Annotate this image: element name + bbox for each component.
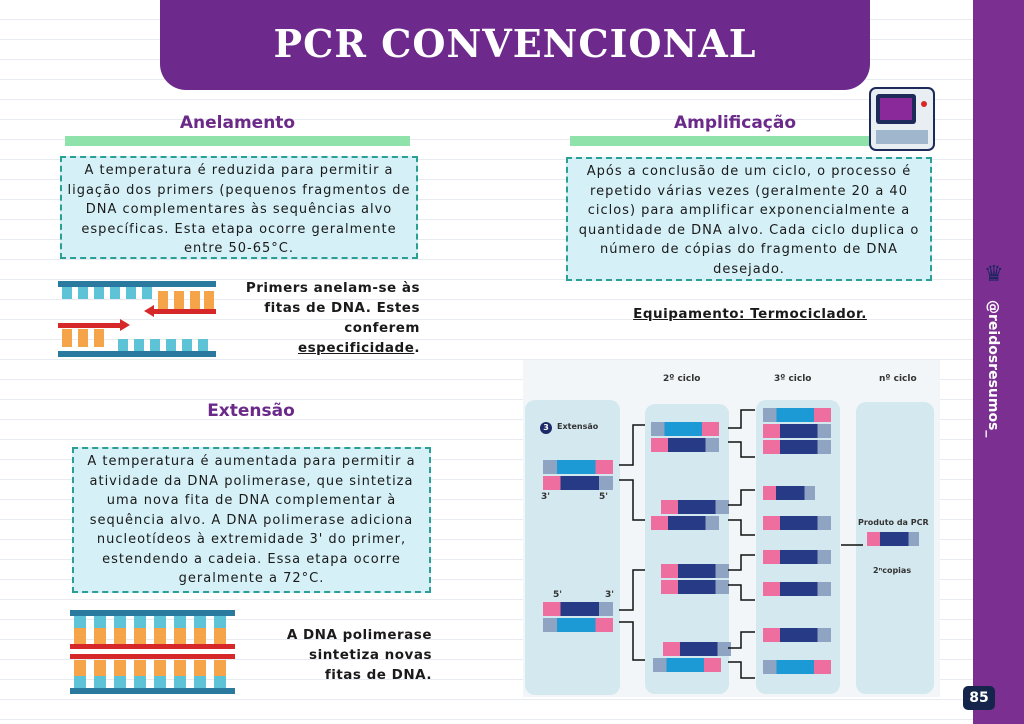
cycle-arrows [619, 409, 863, 679]
sidebar [973, 0, 1024, 724]
dna-strand [763, 628, 831, 642]
primers-caption: Primers anelam-se às fitas de DNA. Estes… [230, 278, 420, 358]
dna-strand [543, 602, 613, 616]
heading-bar [65, 136, 410, 146]
dna-strand [763, 408, 831, 422]
polymerase-dna-icon [70, 610, 235, 694]
dna-strand [663, 642, 731, 656]
pcr-product-strand [867, 532, 919, 546]
end-label: 3' [605, 590, 615, 600]
dna-strand [651, 438, 719, 452]
caption-text: Primers anelam-se às fitas de DNA. Estes… [245, 280, 420, 336]
end-label: 5' [553, 590, 563, 600]
dna-strand [543, 618, 613, 632]
dna-strand [763, 550, 831, 564]
step-label: Extensão [557, 422, 599, 431]
equipment-label: Equipamento: Termociclador. [633, 306, 867, 322]
dna-strand [763, 660, 831, 674]
crown-logo-icon: ♛ [984, 262, 1004, 287]
dna-strand [763, 424, 831, 438]
extensao-text: A temperatura é aumentada para permitir … [72, 447, 431, 593]
dna-strand [543, 460, 613, 474]
heading-bar [570, 136, 900, 146]
dna-strand [763, 486, 815, 500]
panel-extension [525, 400, 620, 695]
caption-emphasis: especificidade [297, 340, 415, 356]
dna-strand [543, 476, 613, 490]
panel-cycle-n [856, 402, 934, 694]
extensao-heading: Extensão [207, 401, 295, 421]
primers-dna-icon [58, 281, 216, 357]
dna-strand [763, 440, 831, 454]
pcr-cycles-diagram: 2º ciclo 3º ciclo nº ciclo 3 Extensão 3'… [523, 360, 940, 697]
polymerase-caption: A DNA polimerase sintetiza novas fitas d… [286, 627, 432, 683]
copies-label: 2ⁿcopias [873, 566, 912, 575]
end-label: 5' [599, 492, 609, 502]
dna-strand [763, 516, 831, 530]
step-number-badge: 3 [540, 422, 552, 434]
dna-strand [661, 500, 729, 514]
dna-strand [661, 564, 729, 578]
anelamento-heading: Anelamento [179, 113, 296, 133]
amplificacao-text: Após a conclusão de um ciclo, o processo… [566, 157, 932, 281]
dna-strand [661, 580, 729, 594]
amplificacao-heading: Amplificação [673, 113, 797, 133]
dna-strand [651, 422, 719, 436]
dna-strand [763, 582, 831, 596]
cycle-2-label: 2º ciclo [663, 374, 701, 384]
caption-period: . [414, 340, 420, 356]
cycle-n-label: nº ciclo [879, 374, 917, 384]
page-title: PCR CONVENCIONAL [160, 0, 870, 90]
anelamento-text: A temperatura é reduzida para permitir a… [60, 156, 418, 259]
dna-strand [653, 658, 721, 672]
dna-strand [651, 516, 719, 530]
page-number: 85 [963, 686, 995, 710]
pcr-product-label: Produto da PCR [858, 518, 929, 527]
social-handle: @reidosresumos_ [985, 300, 1001, 438]
thermocycler-icon [869, 87, 935, 151]
end-label: 3' [541, 492, 551, 502]
cycle-3-label: 3º ciclo [774, 374, 812, 384]
